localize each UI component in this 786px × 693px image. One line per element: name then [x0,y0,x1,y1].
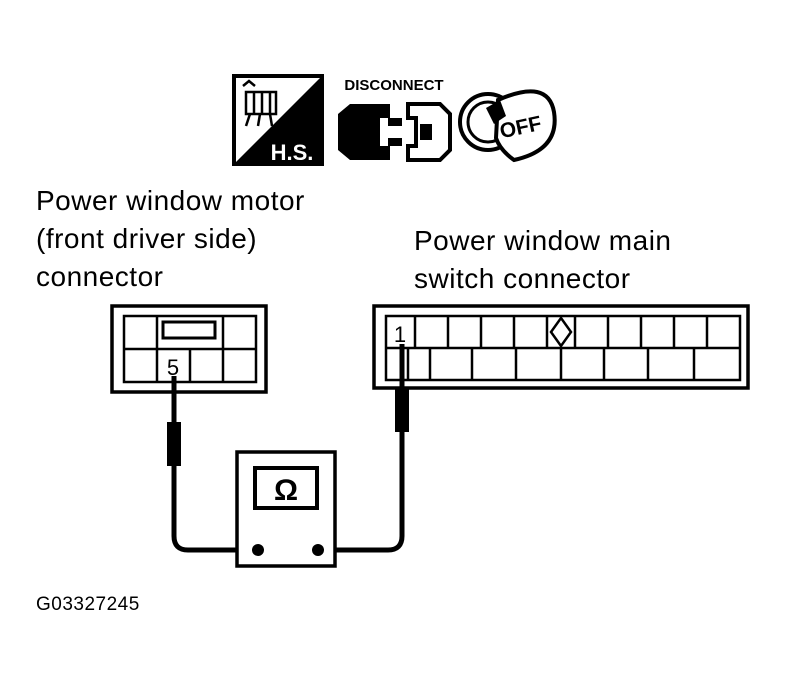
ohmmeter-terminal-right [312,544,324,556]
switch-connector-key-mark [549,315,573,349]
harness-sign-icon: H.S. [232,74,324,166]
switch-connector-label: Power window main switch connector [414,222,672,298]
motor-terminal-number: 5 [167,355,179,380]
figure-id: G03327245 [36,594,140,615]
ohmmeter-terminal-left [252,544,264,556]
switch-connector-top-cavities [413,316,709,348]
motor-connector: 5 [110,304,268,394]
motor-label-line: Power window motor [36,185,305,216]
ohmmeter-display [253,466,319,510]
harness-sign-text: H.S. [271,140,314,165]
switch-connector: 1 [372,304,750,390]
motor-label-line: (front driver side) [36,223,258,254]
switch-terminal-number: 1 [394,322,406,347]
switch-label-line: Power window main [414,225,672,256]
ignition-key-off-icon: OFF [458,89,557,163]
motor-connector-label: Power window motor (front driver side) c… [36,182,305,296]
motor-connector-lock-tab [161,320,217,340]
test-lead-right [318,344,409,553]
ohmmeter: Ω [235,450,337,568]
test-lead-left [167,376,258,553]
disconnect-text: DISCONNECT [344,77,443,94]
disconnect-icon: DISCONNECT [338,77,452,162]
motor-label-line: connector [36,261,164,292]
switch-label-line: switch connector [414,263,631,294]
ohm-symbol: Ω [274,474,298,507]
switch-connector-bottom-cavities [406,348,696,380]
